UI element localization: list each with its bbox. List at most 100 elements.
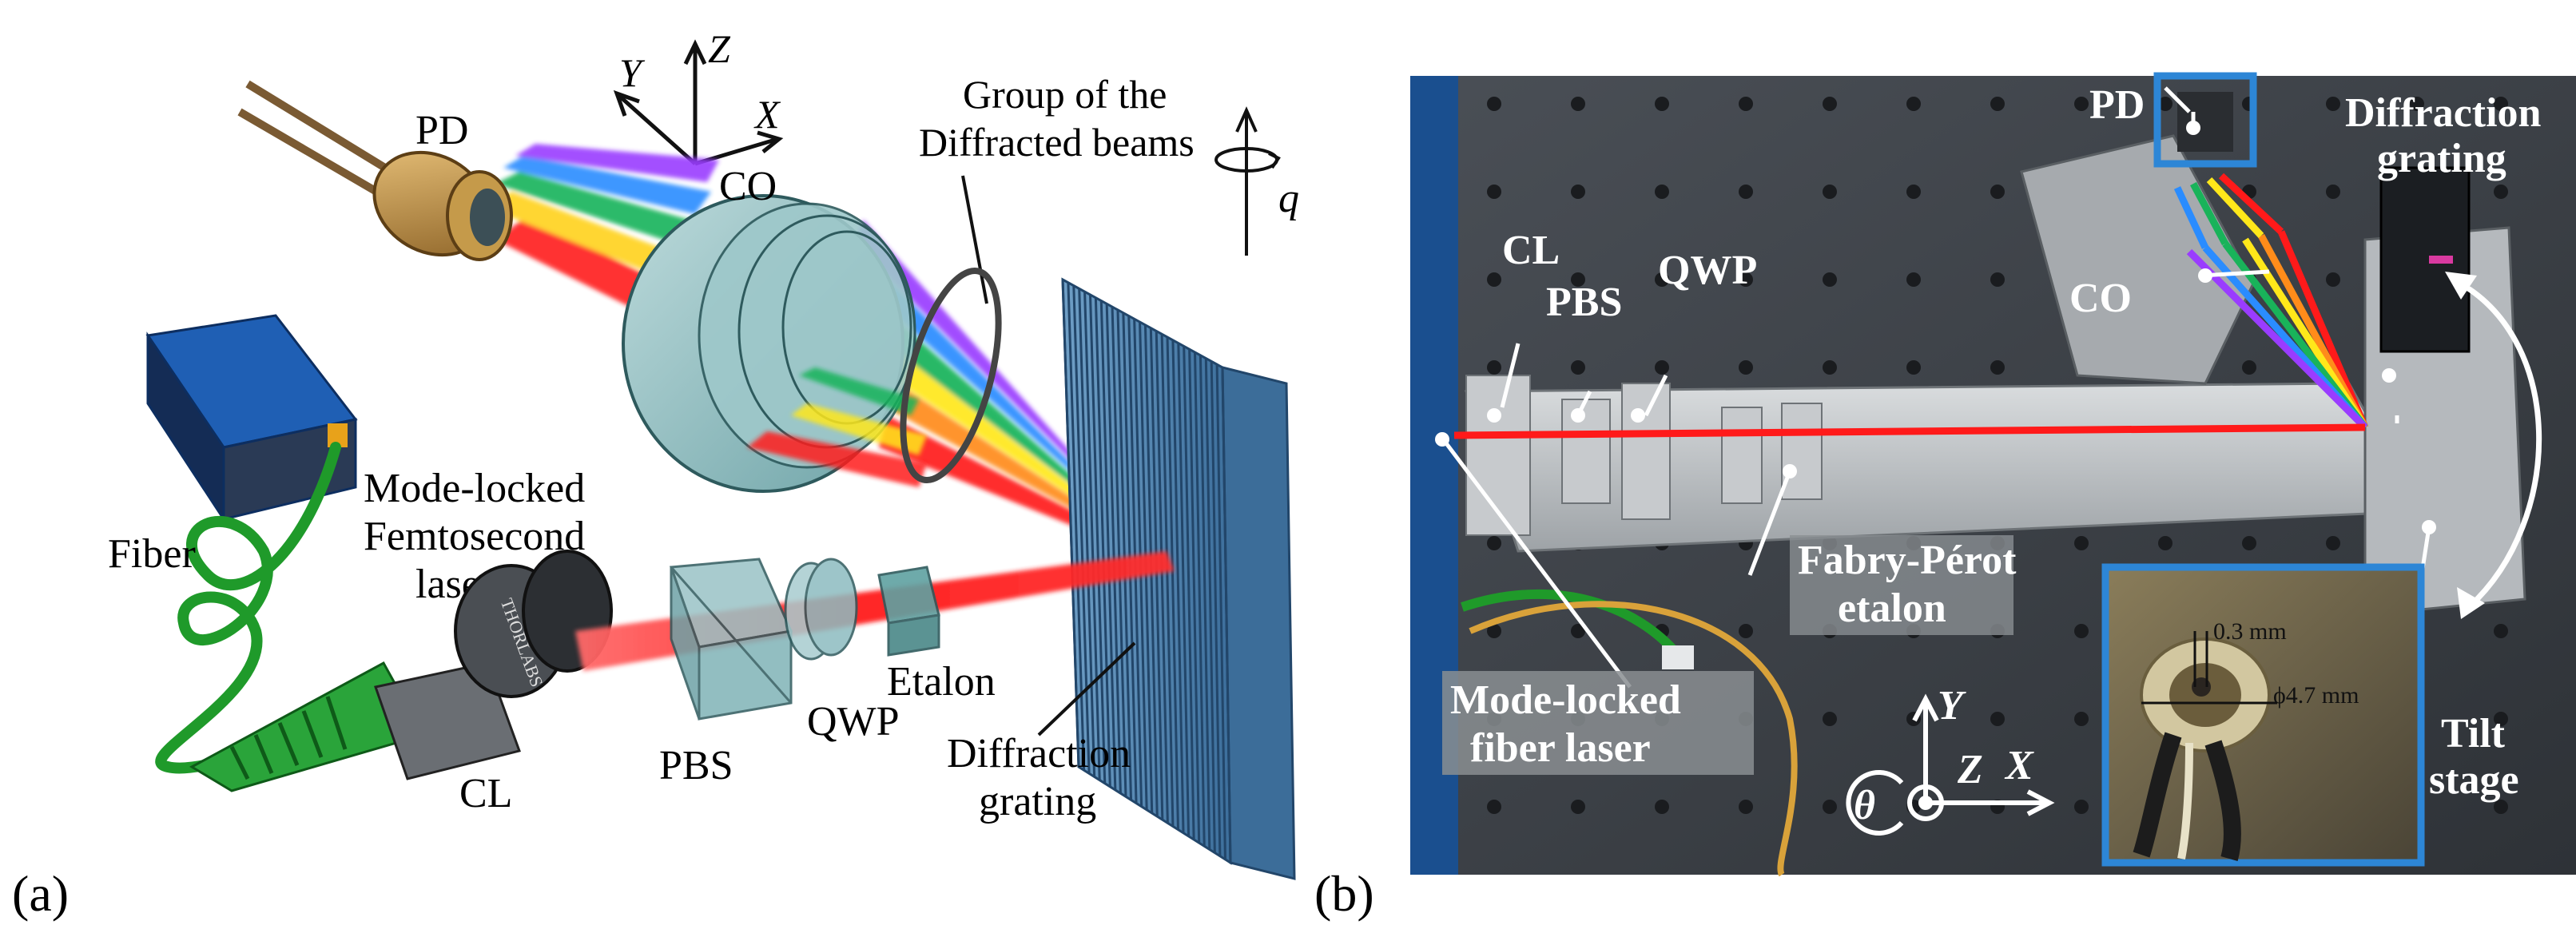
leader-dot-pd (2186, 121, 2200, 135)
table-hole (1571, 800, 1585, 814)
co-label-a: CO (719, 164, 777, 209)
table-hole (2326, 185, 2340, 199)
grating-groove (1111, 307, 1127, 797)
table-hole (1487, 360, 1501, 375)
grating-groove (1061, 279, 1080, 768)
fiber-label: Fiber (108, 531, 196, 577)
table-hole (2242, 536, 2256, 550)
table-hole (1823, 712, 1837, 726)
table-hole (2494, 97, 2508, 111)
grating-groove (1099, 300, 1117, 791)
table-hole (1655, 97, 1669, 111)
table-hole (1990, 185, 2005, 199)
femtosecond-laser-box (145, 314, 358, 524)
grating-label-line2-b: grating (2377, 136, 2506, 181)
table-hole (1487, 185, 1501, 199)
pd-label-b: PD (2089, 82, 2145, 128)
tilt-arrow (2451, 276, 2542, 609)
table-hole (1487, 97, 1501, 111)
table-hole (1823, 185, 1837, 199)
axis-z-label-b: Z (1957, 747, 1983, 792)
leader-dot-etalon (1783, 464, 1797, 478)
table-hole (2326, 272, 2340, 287)
table-hole (1655, 800, 1669, 814)
table-hole (1739, 800, 1753, 814)
table-hole (1487, 800, 1501, 814)
cl-label-b: CL (1502, 228, 1560, 273)
table-hole (1571, 272, 1585, 287)
table-hole (1906, 360, 1921, 375)
table-hole (1655, 360, 1669, 375)
grating-groove (1067, 282, 1086, 771)
axis-y-label-b: Y (1938, 683, 1966, 729)
laser-label-line1-a: Mode-locked (364, 466, 585, 511)
fiber-clamp (1662, 645, 1694, 669)
table-hole (1739, 272, 1753, 287)
etalon-label-bg (1790, 535, 2013, 635)
grating-leader-a (1037, 641, 1136, 736)
table-hole (1739, 360, 1753, 375)
table-hole (1487, 272, 1501, 287)
collimator-lens-cl: THORLABS (374, 550, 613, 780)
inset-photo (2101, 563, 2425, 867)
table-hole (1655, 185, 1669, 199)
grating-groove (1088, 294, 1107, 784)
table-hole (2074, 97, 2089, 111)
table-hole (1739, 185, 1753, 199)
grating-groove (1166, 337, 1179, 830)
table-hole (1739, 624, 1753, 638)
table-hole (1487, 536, 1501, 550)
inset-dim-1: 0.3 mm (2213, 618, 2287, 645)
pbs-cube (669, 558, 793, 721)
table-hole (1823, 97, 1837, 111)
grating-label-line1-a: Diffraction (947, 731, 1131, 776)
laser-label-line2-a: Femtosecond (364, 514, 585, 559)
table-hole (1571, 97, 1585, 111)
grating-groove (1072, 285, 1091, 774)
group-leader-line (961, 175, 988, 304)
leader-dot-laser (1435, 432, 1449, 447)
grating-groove (1116, 309, 1133, 800)
grating-groove (1210, 361, 1222, 856)
grating-groove (1155, 331, 1169, 824)
beams-front-co (747, 367, 927, 487)
axes-b (1846, 693, 2055, 836)
co-label-b: CO (2069, 276, 2132, 321)
inset-dim-2: ϕ4.7 mm (2273, 682, 2359, 709)
tilt-arrowhead-bottom (2457, 587, 2485, 619)
beam-blue (855, 254, 1170, 559)
pbs-label-a: PBS (659, 743, 733, 788)
grating-label-line2-a: grating (979, 779, 1096, 824)
table-hole (1990, 360, 2005, 375)
grating-groove (1183, 346, 1195, 840)
laser-label-bg (1442, 671, 1754, 775)
pd-highlight-box (2153, 72, 2257, 168)
table-hole (2074, 536, 2089, 550)
axis-y-label-a: Y (619, 50, 646, 95)
table-hole (1571, 624, 1585, 638)
table-hole (1906, 185, 1921, 199)
tilt-label-line2: stage (2429, 757, 2519, 803)
beam-violet-pd (515, 144, 719, 182)
grating-groove (1171, 339, 1185, 833)
table-hole (1571, 185, 1585, 199)
table-hole (1823, 800, 1837, 814)
grating-groove (1094, 297, 1111, 787)
axis-x-label-a: X (753, 92, 781, 137)
tilt-label-line1: Tilt (2441, 711, 2506, 756)
table-hole (1823, 272, 1837, 287)
panel-a: Z X Y (12, 26, 1299, 922)
table-hole (2494, 712, 2508, 726)
axis-theta-label-b: θ (1854, 783, 1875, 828)
table-hole (1990, 97, 2005, 111)
grating-groove (1105, 304, 1122, 794)
grating-marker (2429, 256, 2453, 264)
grating-groove (1160, 334, 1175, 827)
laser-label-line2-b: fiber laser (1470, 725, 1651, 771)
table-hole (1906, 272, 1921, 287)
grating-groove (1199, 355, 1211, 850)
yellow-fiber-b (1469, 601, 1798, 877)
table-hole (2494, 800, 2508, 814)
cl-label-a: CL (459, 771, 512, 816)
leader-dot-co (2198, 268, 2212, 283)
